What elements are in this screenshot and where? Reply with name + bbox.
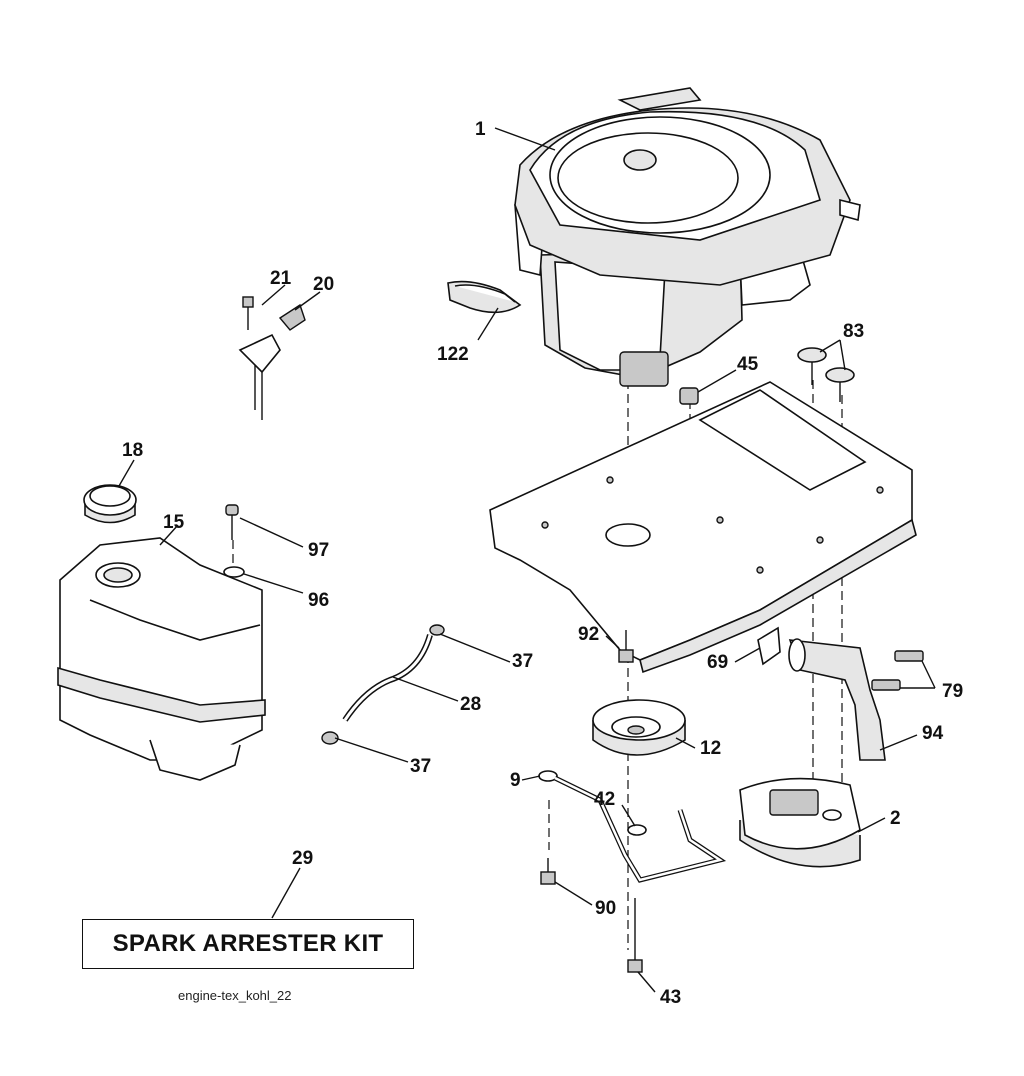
callout-throttle-knob: 20 xyxy=(313,274,334,295)
heat-shield xyxy=(447,280,522,314)
callout-washer-pulley: 42 xyxy=(594,789,615,810)
callout-fuel-line: 28 xyxy=(460,694,481,715)
bracket-rod xyxy=(538,770,727,885)
callout-throttle-screw: 21 xyxy=(270,268,292,289)
callout-tank-bracket-bolt: 90 xyxy=(595,898,616,919)
fuel-line-assembly xyxy=(321,624,445,745)
callout-hex-bolt-lower: 9 xyxy=(510,770,521,791)
callout-tank-screw: 97 xyxy=(308,540,329,561)
washer-pulley xyxy=(627,824,647,836)
callout-heat-shield: 122 xyxy=(437,344,469,365)
engine xyxy=(514,87,861,387)
wing-screws xyxy=(797,347,855,402)
callout-labels: 1 2 9 12 15 18 20 21 28 29 37 37 42 43 4… xyxy=(122,119,963,1008)
callout-fuel-cap: 18 xyxy=(122,440,143,461)
callout-tank-washer: 96 xyxy=(308,590,329,611)
throttle-assembly xyxy=(238,296,306,420)
drain-plug xyxy=(679,387,699,405)
pulley-bolt xyxy=(627,898,643,973)
engine-pulley xyxy=(592,699,686,756)
diagram-caption: engine-tex_kohl_22 xyxy=(178,988,292,1003)
callout-engine-mount-bolt: 92 xyxy=(578,624,599,645)
callout-pulley-bolt: 43 xyxy=(660,987,681,1008)
callout-exhaust-gasket: 69 xyxy=(707,652,728,673)
callout-hose-clamp-bottom: 37 xyxy=(410,756,431,777)
leader-lines xyxy=(118,127,936,993)
callout-wing-screws: 83 xyxy=(843,321,864,342)
callout-exhaust-bolt: 79 xyxy=(942,681,963,702)
exhaust-assembly xyxy=(757,626,924,761)
callout-hose-clamp-top: 37 xyxy=(512,651,533,672)
callout-spark-arrester: 29 xyxy=(292,848,313,869)
engine-mount-bolt xyxy=(618,630,634,663)
fuel-tank xyxy=(57,537,266,781)
callout-drain-plug: 45 xyxy=(737,354,759,375)
tank-screw-washer xyxy=(223,504,245,578)
chassis-plate xyxy=(489,381,917,674)
spark-arrester-kit-label: SPARK ARRESTER KIT xyxy=(82,919,414,969)
callout-engine-pulley: 12 xyxy=(700,738,721,759)
muffler xyxy=(739,777,861,868)
callout-fuel-tank: 15 xyxy=(163,512,185,533)
callout-engine: 1 xyxy=(475,119,486,140)
fuel-cap xyxy=(83,484,137,524)
callout-exhaust-pipe: 94 xyxy=(922,723,944,744)
callout-muffler: 2 xyxy=(890,808,901,829)
